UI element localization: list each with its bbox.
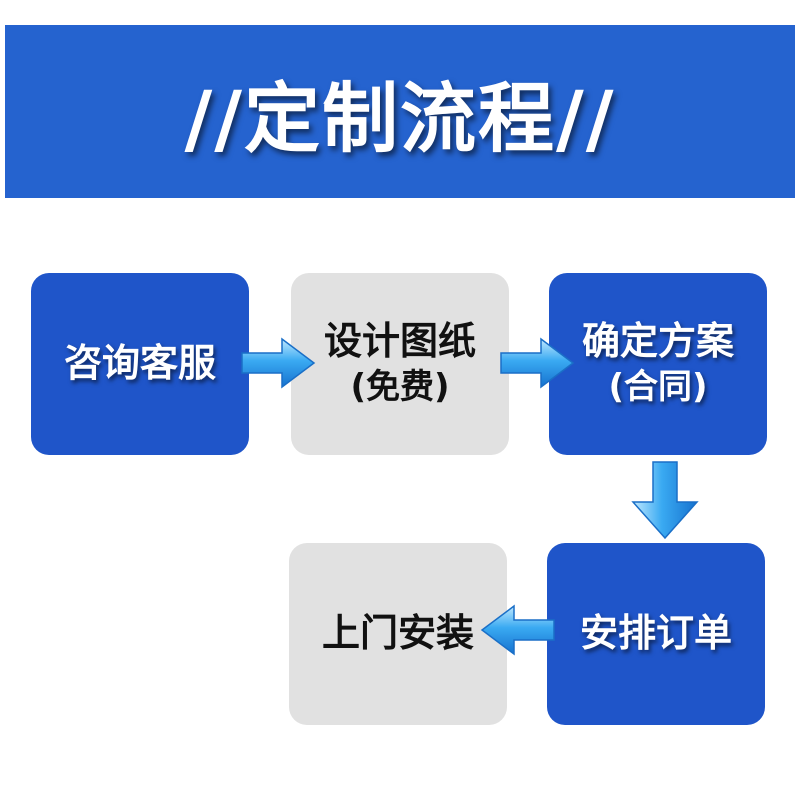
step-label: 安排订单	[579, 611, 732, 656]
title-banner: //定制流程//	[5, 25, 795, 198]
step-label: 确定方案	[581, 319, 734, 364]
arrow-left-icon	[480, 604, 555, 656]
step-design-drawing: 设计图纸 (免费)	[291, 273, 509, 455]
step-label: 上门安装	[321, 611, 474, 656]
step-confirm-plan: 确定方案 (合同)	[549, 273, 767, 455]
page-title: //定制流程//	[184, 73, 616, 163]
step-label: 设计图纸	[323, 319, 476, 364]
step-onsite-install: 上门安装	[289, 543, 507, 725]
arrow-right-icon	[500, 337, 575, 389]
step-note: (免费)	[350, 366, 450, 407]
step-label: 咨询客服	[63, 341, 216, 386]
arrow-right-icon	[241, 337, 316, 389]
step-consult-service: 咨询客服	[31, 273, 249, 455]
arrow-down-icon	[631, 461, 699, 540]
step-arrange-order: 安排订单	[547, 543, 765, 725]
step-note: (合同)	[608, 366, 708, 407]
